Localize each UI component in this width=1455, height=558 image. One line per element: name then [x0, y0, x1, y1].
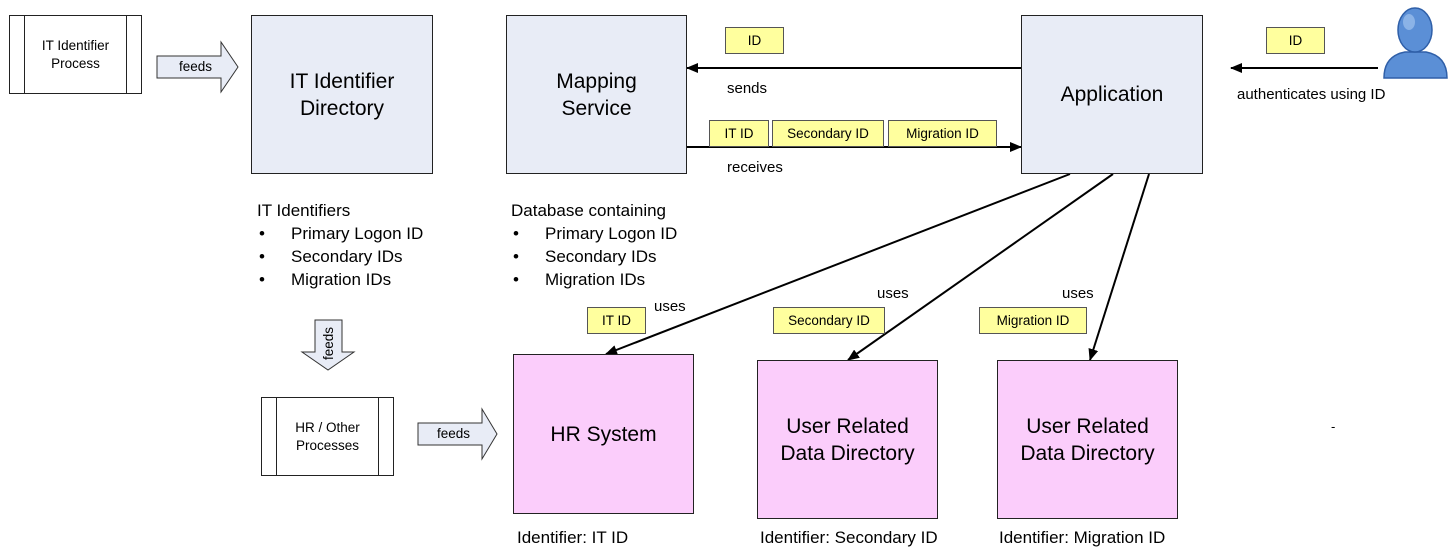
hr-system-label: HR System: [550, 422, 657, 446]
secondary-id-tag-uses: Secondary ID: [773, 307, 885, 334]
database-heading: Database containing: [511, 201, 667, 220]
mapping-service: Mapping Service: [506, 15, 687, 174]
uses-arrow-secondary: [847, 173, 1114, 361]
urdd-secondary-caption: Identifier: Secondary ID: [760, 528, 938, 547]
urdd-migration-label: User Related Data Directory: [1020, 414, 1155, 465]
it-id-tag-receives: IT ID: [709, 120, 769, 147]
feeds-arrow-bottom: [417, 407, 498, 461]
application: Application: [1021, 15, 1203, 174]
uses-label-hr: uses: [654, 298, 686, 315]
user-related-data-directory-secondary: User Related Data Directory: [757, 360, 938, 519]
authenticates-label: authenticates using ID: [1237, 86, 1386, 103]
hr-other-processes: HR / Other Processes: [261, 397, 394, 476]
migration-id-tag-uses: Migration ID: [979, 307, 1087, 334]
id-tag-user: ID: [1266, 27, 1325, 54]
list-item: Secondary IDs: [511, 245, 677, 268]
feeds-label-bottom: feeds: [437, 426, 471, 441]
urdd-migration-caption: Identifier: Migration ID: [999, 528, 1166, 547]
it-identifier-directory: IT Identifier Directory: [251, 15, 433, 174]
id-tag-sends: ID: [725, 27, 784, 54]
sends-label: sends: [727, 80, 768, 97]
feeds-arrow-down: [300, 319, 356, 371]
feeds-label-down: feeds: [321, 326, 337, 361]
it-identifiers-list: IT Identifiers Primary Logon ID Secondar…: [257, 199, 423, 291]
feeds-arrow-top: [156, 40, 239, 94]
list-item: Primary Logon ID: [511, 222, 677, 245]
user-related-data-directory-migration: User Related Data Directory: [997, 360, 1178, 519]
list-item: Migration IDs: [257, 268, 423, 291]
secondary-id-tag-receives: Secondary ID: [772, 120, 884, 147]
uses-arrow-migration: [1088, 173, 1150, 361]
hr-system-caption: Identifier: IT ID: [517, 528, 629, 547]
uses-arrow-hr: [605, 173, 1071, 355]
mapping-service-label: Mapping Service: [556, 69, 637, 120]
hr-other-processes-label: HR / Other Processes: [295, 419, 360, 453]
uses-label-migration: uses: [1062, 285, 1094, 302]
feeds-label-top: feeds: [179, 59, 213, 74]
application-label: Application: [1060, 83, 1164, 106]
it-id-tag-uses: IT ID: [587, 307, 646, 334]
it-identifier-directory-label: IT Identifier Directory: [289, 69, 395, 120]
stray-dash: -: [1331, 419, 1336, 434]
migration-id-tag-receives: Migration ID: [888, 120, 997, 147]
list-item: Migration IDs: [511, 268, 677, 291]
list-item: Secondary IDs: [257, 245, 423, 268]
it-identifiers-heading: IT Identifiers: [257, 201, 351, 220]
receives-label: receives: [727, 159, 783, 176]
urdd-secondary-label: User Related Data Directory: [780, 414, 915, 465]
it-identifier-process: IT Identifier Process: [9, 15, 142, 94]
it-identifier-process-label: IT Identifier Process: [41, 37, 110, 71]
list-item: Primary Logon ID: [257, 222, 423, 245]
user-icon: [1383, 7, 1448, 79]
uses-label-secondary: uses: [877, 285, 909, 302]
hr-system: HR System: [513, 354, 694, 514]
database-list: Database containing Primary Logon ID Sec…: [511, 199, 677, 291]
